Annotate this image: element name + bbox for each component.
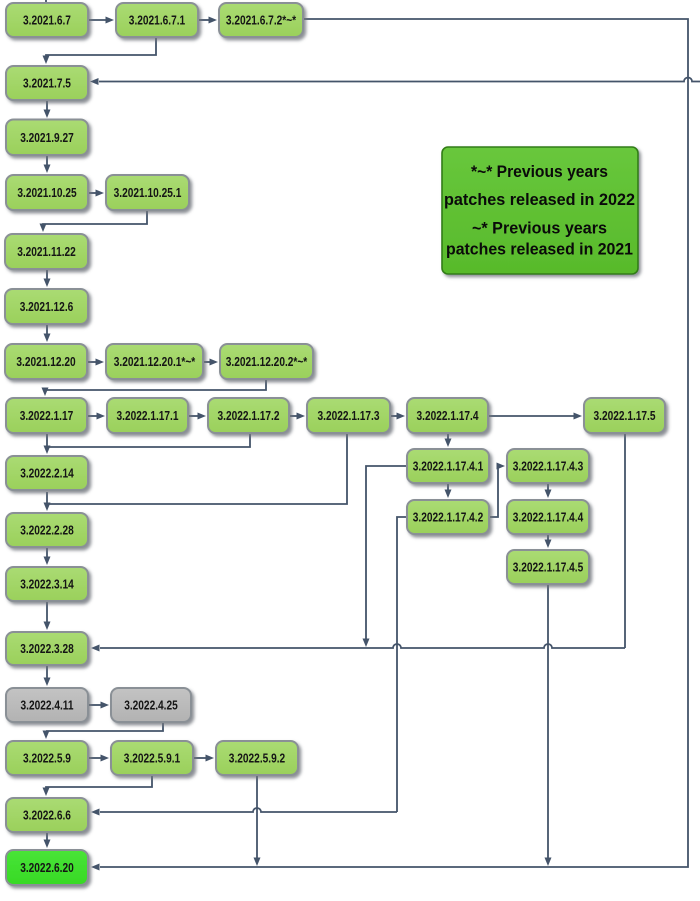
svg-text:~* Previous years: ~* Previous years (472, 220, 607, 238)
svg-text:3.2022.1.17.1: 3.2022.1.17.1 (117, 408, 179, 423)
svg-text:3.2022.5.9.2: 3.2022.5.9.2 (229, 751, 285, 766)
svg-text:3.2021.6.7: 3.2021.6.7 (23, 13, 71, 28)
svg-text:3.2022.1.17.4.5: 3.2022.1.17.4.5 (513, 560, 584, 575)
svg-text:patches released in 2021: patches released in 2021 (446, 241, 633, 259)
svg-text:3.2022.1.17.4: 3.2022.1.17.4 (417, 408, 480, 423)
svg-text:3.2021.7.5: 3.2021.7.5 (23, 76, 71, 91)
svg-text:3.2022.4.11: 3.2022.4.11 (21, 698, 74, 713)
svg-text:3.2021.6.7.1: 3.2021.6.7.1 (129, 13, 185, 28)
svg-text:3.2021.10.25: 3.2021.10.25 (17, 185, 76, 200)
svg-text:3.2022.1.17.2: 3.2022.1.17.2 (218, 408, 280, 423)
svg-text:3.2022.6.20: 3.2022.6.20 (20, 860, 74, 875)
svg-text:3.2022.2.14: 3.2022.2.14 (20, 466, 74, 481)
svg-text:3.2021.9.27: 3.2021.9.27 (20, 130, 74, 145)
svg-text:3.2022.1.17.4.2: 3.2022.1.17.4.2 (413, 510, 484, 525)
svg-text:*~* Previous years: *~* Previous years (471, 163, 608, 181)
svg-text:3.2021.12.20.2*~*: 3.2021.12.20.2*~* (226, 354, 308, 369)
svg-text:3.2022.5.9.1: 3.2022.5.9.1 (124, 751, 180, 766)
svg-text:3.2022.1.17.4.1: 3.2022.1.17.4.1 (413, 459, 484, 474)
svg-text:3.2022.1.17.4.4: 3.2022.1.17.4.4 (513, 510, 584, 525)
svg-text:3.2021.12.20: 3.2021.12.20 (16, 354, 75, 369)
svg-text:3.2022.5.9: 3.2022.5.9 (23, 751, 71, 766)
svg-text:patches released in 2022: patches released in 2022 (444, 191, 635, 209)
svg-text:3.2022.1.17.3: 3.2022.1.17.3 (318, 408, 380, 423)
svg-text:3.2021.12.20.1*~*: 3.2021.12.20.1*~* (114, 354, 196, 369)
svg-text:3.2021.11.22: 3.2021.11.22 (17, 244, 76, 259)
svg-text:3.2021.12.6: 3.2021.12.6 (20, 299, 74, 314)
svg-text:3.2022.2.28: 3.2022.2.28 (20, 523, 74, 538)
svg-text:3.2022.3.28: 3.2022.3.28 (20, 641, 74, 656)
svg-text:3.2021.6.7.2*~*: 3.2021.6.7.2*~* (226, 13, 297, 28)
svg-text:3.2022.1.17.4.3: 3.2022.1.17.4.3 (513, 459, 584, 474)
svg-text:3.2022.3.14: 3.2022.3.14 (20, 577, 74, 592)
svg-text:3.2022.1.17.5: 3.2022.1.17.5 (594, 408, 656, 423)
svg-text:3.2022.1.17: 3.2022.1.17 (20, 408, 74, 423)
svg-text:3.2021.10.25.1: 3.2021.10.25.1 (114, 185, 182, 200)
svg-text:3.2022.6.6: 3.2022.6.6 (23, 808, 71, 823)
svg-text:3.2022.4.25: 3.2022.4.25 (124, 698, 178, 713)
